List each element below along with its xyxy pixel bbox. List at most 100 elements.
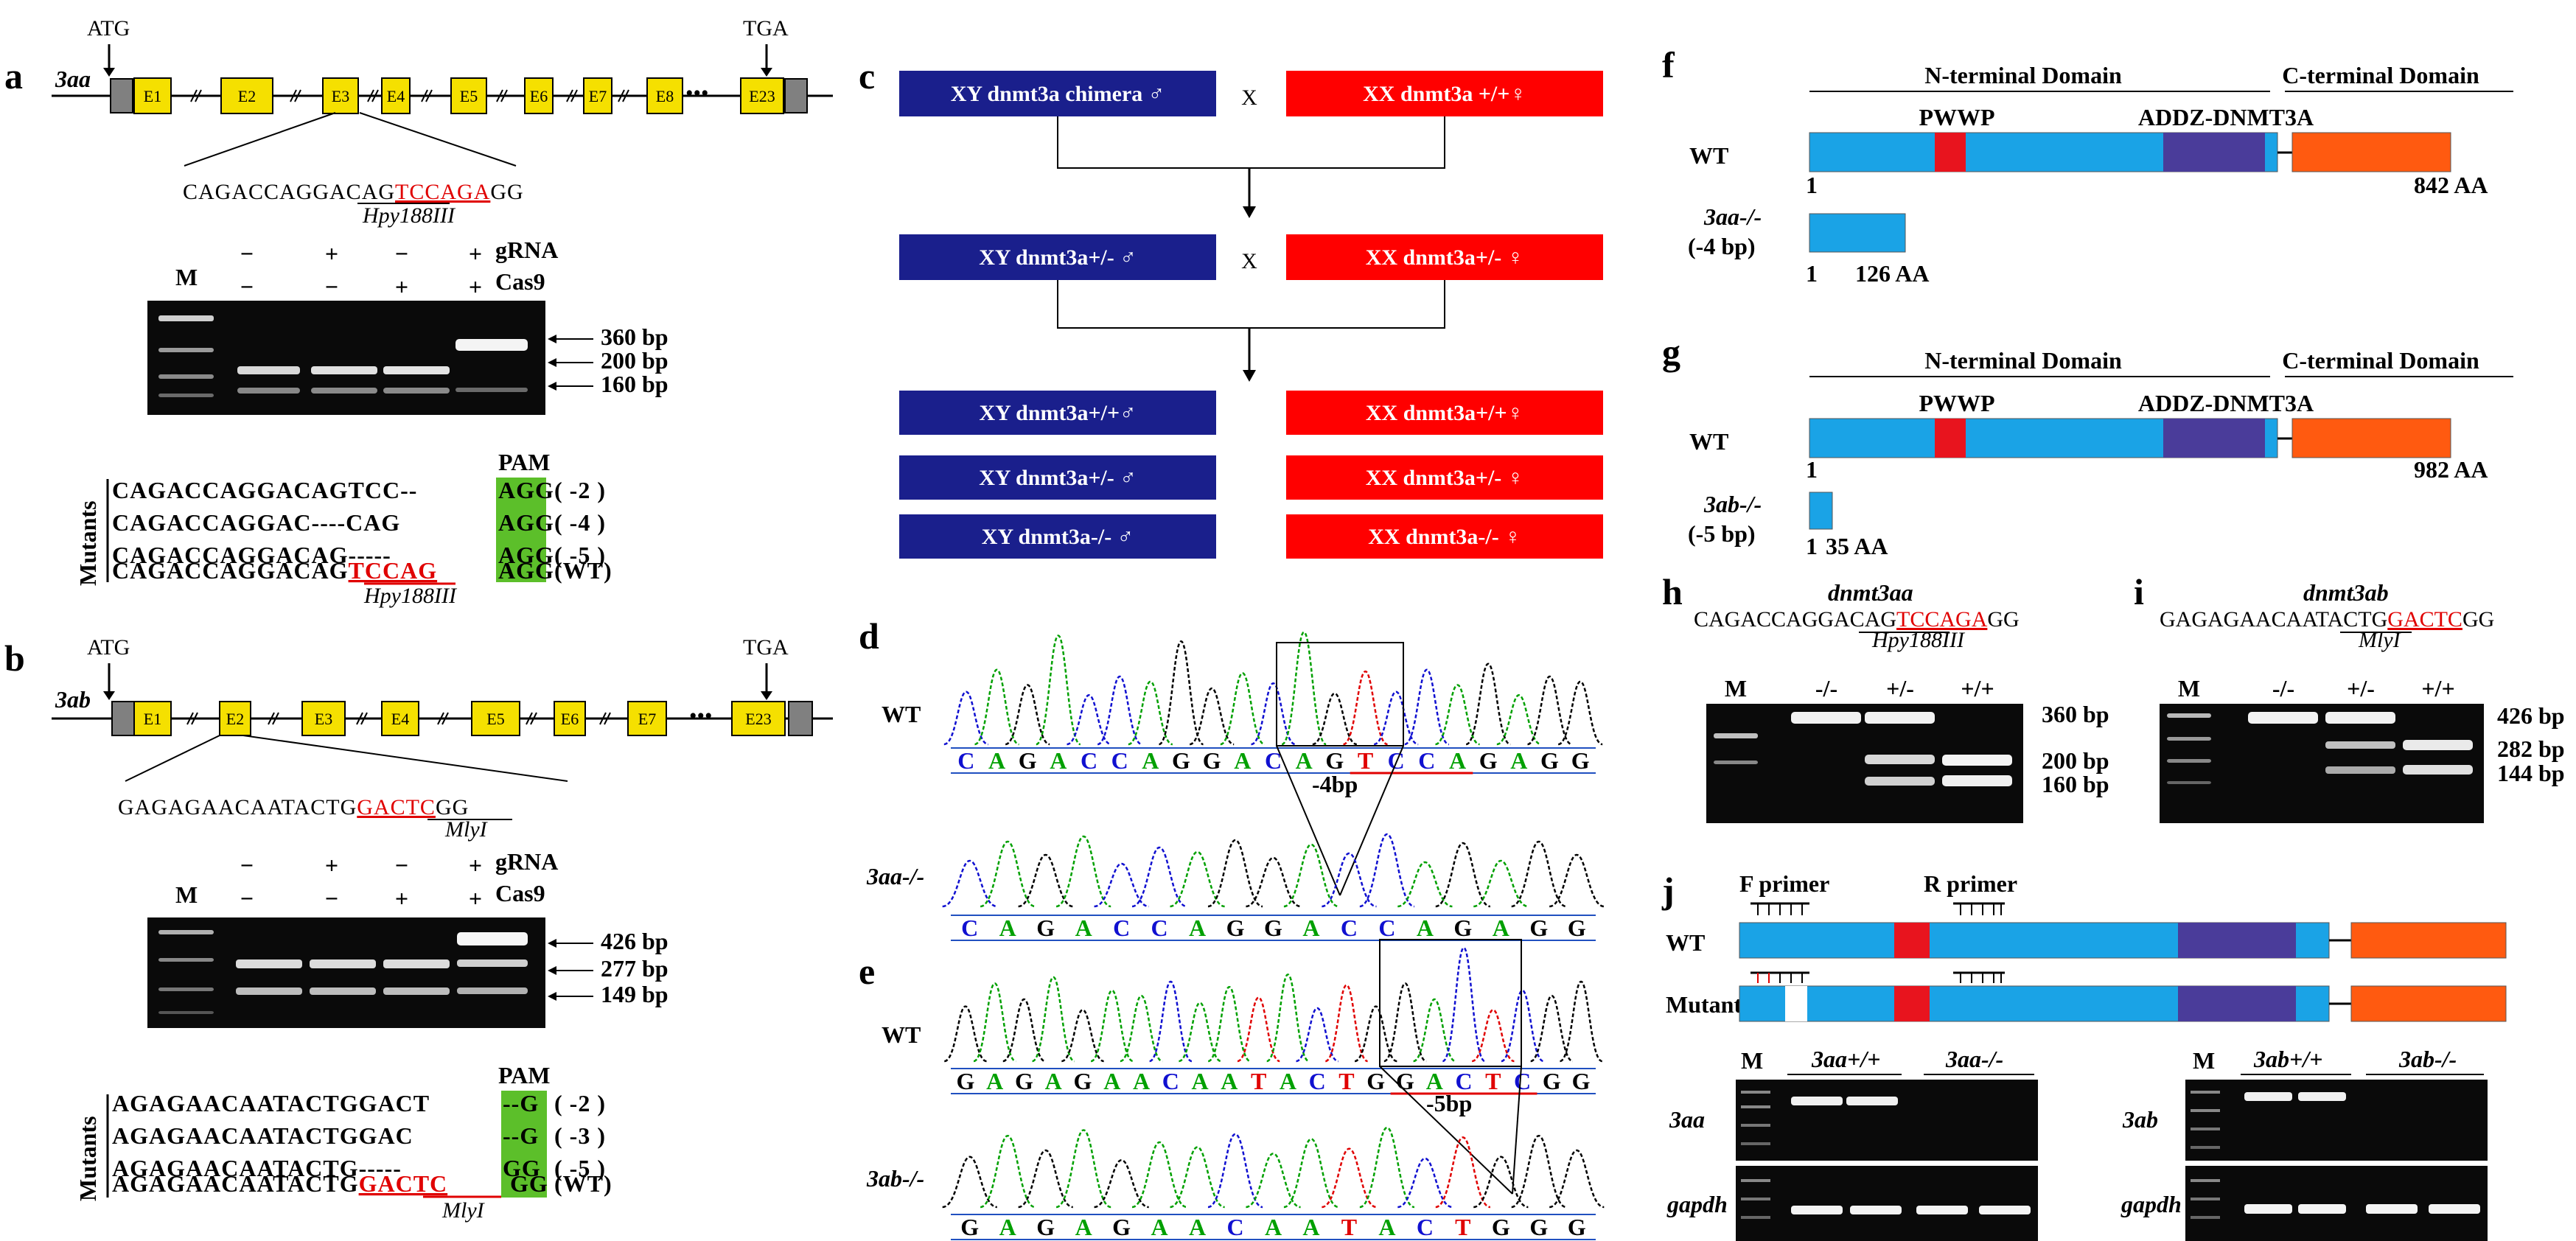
panel-b-grna-sign: +: [469, 852, 482, 878]
panel-b-letter: b: [4, 637, 25, 679]
panel-b-mutant-seq: AGAGAACAATACTG-----: [112, 1155, 402, 1181]
panel-d-base: C: [1151, 915, 1168, 941]
panel-e-base: A: [1151, 1214, 1168, 1240]
panel-e-base: A: [1280, 1068, 1296, 1094]
panel-e-base: A: [1192, 1068, 1209, 1094]
panel-h-lane-label: M: [1725, 675, 1747, 702]
panel-i-band-label: 426 bp: [2497, 702, 2565, 729]
panel-e-base: A: [1133, 1068, 1150, 1094]
panel-b-cas9-sign: +: [469, 885, 482, 912]
panel-c-offspring-female-box: [1286, 455, 1603, 500]
panel-b-atg: ATG: [87, 635, 130, 660]
panel-g: g N-terminal Domain C-terminal Domain PW…: [1662, 332, 2513, 559]
panel-e-base: C: [1514, 1068, 1531, 1094]
panel-e-trace-peak: [1120, 994, 1163, 1063]
panel-b-band-label: 277 bp: [601, 955, 669, 982]
panel-b-mutant-seq: AGAGAACAATACTGGAC: [112, 1122, 413, 1149]
panel-d-base: G: [1019, 747, 1037, 774]
panel-e-trace-peak: [1413, 998, 1456, 1063]
panel-e-base: A: [999, 1214, 1016, 1240]
panel-e-base: A: [1378, 1214, 1395, 1240]
panel-e-base: G: [1015, 1068, 1033, 1094]
panel-e-trace-peak: [1149, 980, 1193, 1063]
panel-g-c-domain: C-terminal Domain: [2282, 347, 2479, 374]
panel-j-letter: j: [1661, 870, 1675, 911]
panel-b-exon-label: E4: [391, 710, 409, 728]
panel-c-gen0-female-box: [1286, 71, 1603, 116]
panel-e-trace-peak: [1501, 989, 1544, 1063]
panel-d-trace-peak: [1207, 839, 1263, 908]
panel-d-base: C: [1388, 747, 1405, 774]
panel-f-mut-label: 3aa-/-: [1703, 203, 1762, 230]
panel-d-trace-peak: [1397, 861, 1453, 908]
panel-d-base: A: [1302, 915, 1319, 941]
panel-c-gen1-female-box: [1286, 234, 1603, 280]
panel-e-highlight-box: [1379, 939, 1522, 1067]
panel-d-base: G: [1264, 915, 1282, 941]
panel-a-cas9-label: Cas9: [495, 268, 545, 295]
panel-e-trace-peak: [1397, 1157, 1453, 1209]
panel-b-band-label: 426 bp: [601, 928, 669, 954]
panel-j-gel1-row1: 3aa: [1669, 1106, 1705, 1133]
panel-a-tga: TGA: [743, 16, 789, 41]
panel-j-gel1-g2: 3aa-/-: [1945, 1046, 2003, 1072]
panel-b-mutants-label: Mutants: [74, 1116, 101, 1201]
panel-g-addz: ADDZ-DNMT3A: [2138, 390, 2314, 416]
panel-f-mut-end: 126 AA: [1855, 260, 1929, 287]
panel-a-grna-sign: +: [325, 240, 338, 267]
panel-j-r-primer-ticks: [1953, 902, 2005, 915]
panel-e-trace-peak: [1383, 982, 1427, 1063]
panel-d-trace-peak: [1557, 680, 1603, 746]
panel-b-mutant-seq: AGAGAACAATACTGGACT: [112, 1090, 430, 1116]
panel-f: f N-terminal Domain C-terminal Domain PW…: [1662, 44, 2513, 287]
panel-d-trace-peak: [1373, 691, 1419, 746]
panel-j-gel2-g2: 3ab-/-: [2398, 1046, 2457, 1072]
panel-h-gene: dnmt3aa: [1828, 579, 1913, 606]
panel-b-mutant-tag: ( -2 ): [554, 1090, 606, 1116]
panel-a-gene: 3aa: [55, 66, 91, 92]
svg-text:•••: •••: [685, 81, 709, 105]
panel-d-base: C: [1418, 747, 1435, 774]
panel-c-offspring-male: XY dnmt3a+/+♂: [979, 401, 1136, 425]
panel-e-trace-peak: [943, 1005, 987, 1063]
panel-b-grna-sign: +: [325, 852, 338, 878]
panel-e-letter: e: [859, 951, 875, 992]
panel-a-letter: a: [4, 55, 23, 97]
panel-f-cterm-bar: [2291, 132, 2451, 172]
panel-a-exon-e4: [381, 77, 411, 114]
panel-a-pam-box: [496, 478, 546, 582]
panel-j-gel1-top: [1736, 1080, 2038, 1161]
panel-b-mutant-tag: ( -5 ): [554, 1155, 606, 1181]
panel-d-base: C: [1341, 915, 1358, 941]
panel-b-exon-e1: [133, 701, 172, 736]
panel-e-trace-peak: [1018, 1149, 1074, 1209]
panel-e-base: G: [1568, 1214, 1586, 1240]
panel-j-r-primer: R primer: [1924, 870, 2017, 897]
panel-d-trace-peak: [1342, 670, 1389, 746]
panel-a-wt-tag: (WT): [554, 557, 612, 584]
panel-b-exon-e4: [381, 701, 419, 736]
panel-d-trace-peak: [1055, 835, 1111, 908]
panel-e-trace-peak: [1283, 1138, 1339, 1209]
panel-e-base: A: [1426, 1068, 1443, 1094]
panel-e-trace-peak: [1170, 1146, 1225, 1209]
panel-a-exon-e1: [133, 77, 172, 114]
panel-b-exon-e2: [219, 701, 251, 736]
panel-e-base: G: [1074, 1068, 1092, 1094]
panel-e-base: A: [1189, 1214, 1206, 1240]
panel-e-base: G: [1543, 1068, 1561, 1094]
panel-e-base: C: [1162, 1068, 1179, 1094]
panel-d-trace-peak: [1246, 856, 1301, 908]
panel-i-lane-label: +/+: [2421, 675, 2454, 702]
panel-b-cas9-sign: −: [240, 885, 254, 912]
panel-b-exon-label: E6: [561, 710, 579, 728]
panel-g-letter: g: [1662, 332, 1680, 373]
panel-f-start: 1: [1806, 172, 1818, 198]
panel-c-cross-2: X: [1241, 249, 1257, 273]
panel-j-wt-addz: [2178, 923, 2296, 958]
panel-d-trace-peak: [974, 668, 1020, 746]
panel-b-pam: PAM: [498, 1062, 550, 1088]
panel-f-wt-label: WT: [1689, 142, 1728, 169]
